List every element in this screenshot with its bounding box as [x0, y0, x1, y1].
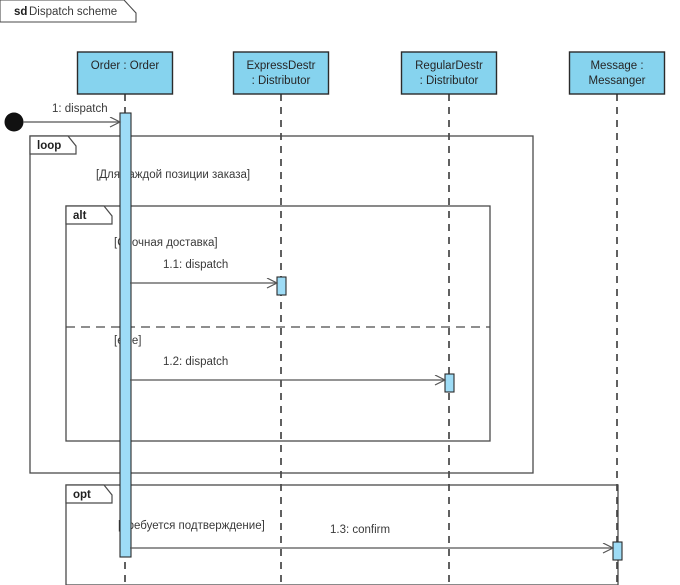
- lifeline-label-regular-line1: RegularDestr: [415, 60, 483, 72]
- lifeline-label-express-line1: ExpressDestr: [246, 60, 315, 72]
- activation-bar-act-regular[interactable]: [444, 373, 455, 393]
- fragment-operator-label-opt: opt: [73, 489, 91, 501]
- lifeline-head-box-order[interactable]: [76, 51, 174, 95]
- message-label-m13: 1.3: confirm: [330, 524, 390, 536]
- lifeline-label-regular-line2: : Distributor: [420, 75, 479, 87]
- fragment-operator-label-alt: alt: [73, 210, 87, 222]
- lifeline-regular[interactable]: RegularDestr : Distributor: [400, 51, 498, 585]
- fragment-guard-loop: [Для каждой позиции заказа]: [96, 169, 250, 181]
- lifeline-order[interactable]: Order : Order: [76, 51, 174, 585]
- fragment-border-opt: [65, 484, 619, 585]
- combined-fragments-group: loop [Для каждой позиции заказа] alt [Срочн…: [29, 135, 619, 585]
- lifeline-head-box-regular[interactable]: [400, 51, 498, 95]
- fragment-border-loop: [29, 135, 534, 474]
- diagram-kind-label: sd: [14, 6, 27, 18]
- fragment-opt[interactable]: opt [Требуется подтверждение]: [65, 484, 619, 585]
- found-message-start-circle: [4, 112, 24, 132]
- lifeline-express[interactable]: ExpressDestr : Distributor: [232, 51, 330, 585]
- activation-bar-act-order[interactable]: [119, 112, 132, 558]
- lifeline-label-message-line2: Messanger: [589, 75, 646, 87]
- fragment-operator-tab-alt: [65, 205, 113, 225]
- lifeline-label-order-line1: Order : Order: [91, 60, 160, 72]
- lifeline-label-message-line1: Message :: [590, 60, 643, 72]
- found-message-label: 1: dispatch: [52, 103, 108, 115]
- lifeline-head-box-express[interactable]: [232, 51, 330, 95]
- fragment-border-alt: [65, 205, 491, 442]
- activation-bar-act-express[interactable]: [276, 276, 287, 296]
- message-label-m12: 1.2: dispatch: [163, 356, 228, 368]
- message-m11[interactable]: 1.1: dispatch: [130, 259, 277, 283]
- message-label-m11: 1.1: dispatch: [163, 259, 228, 271]
- activation-bar-act-message[interactable]: [612, 541, 623, 561]
- diagram-frame-header: sd Dispatch scheme: [0, 0, 137, 23]
- found-message-group: 1: dispatch: [4, 103, 121, 132]
- lifeline-head-box-message[interactable]: [568, 51, 666, 95]
- lifeline-message[interactable]: Message : Messanger: [568, 51, 666, 585]
- fragment-operator-tab-loop: [29, 135, 77, 155]
- messages-group: 1.1: dispatch 1.2: dispatch 1.3: confirm: [130, 259, 613, 548]
- fragment-guard-opt: [Требуется подтверждение]: [118, 520, 265, 532]
- fragment-operator-tab-opt: [65, 484, 113, 504]
- lifeline-label-express-line2: : Distributor: [252, 75, 311, 87]
- diagram-name-label: Dispatch scheme: [29, 6, 117, 18]
- message-m12[interactable]: 1.2: dispatch: [130, 356, 445, 380]
- fragment-loop[interactable]: loop [Для каждой позиции заказа]: [29, 135, 534, 474]
- message-m13[interactable]: 1.3: confirm: [130, 524, 613, 548]
- fragment-operator-label-loop: loop: [37, 140, 61, 152]
- fragment-guard-alt: [Срочная доставка]: [114, 237, 218, 249]
